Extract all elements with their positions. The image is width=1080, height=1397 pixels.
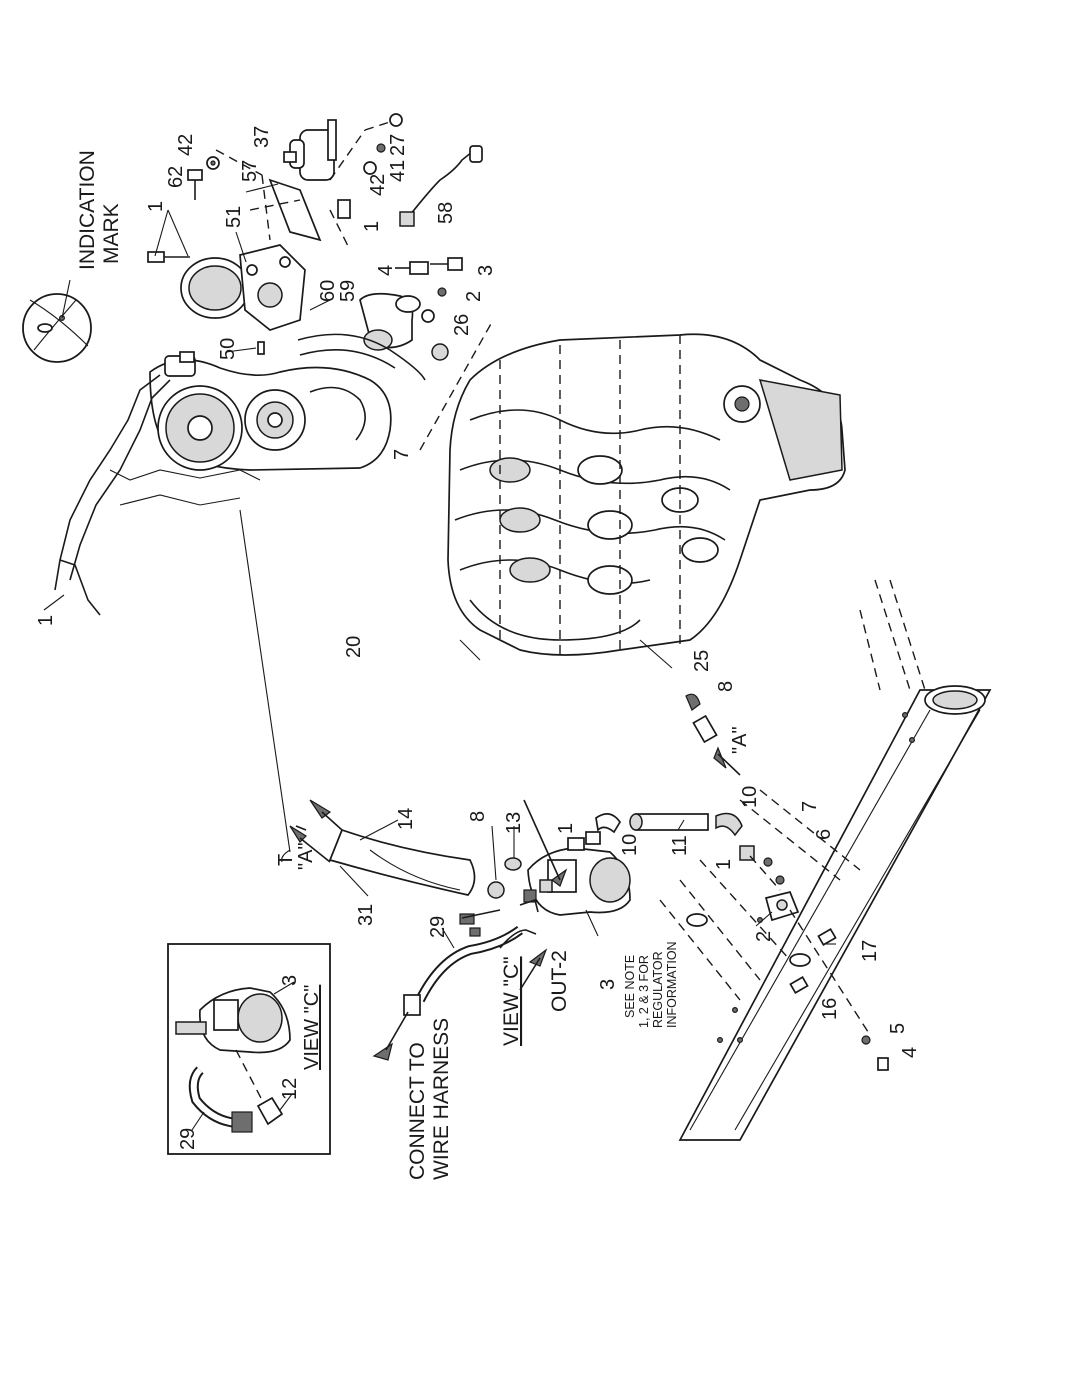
callout-42-top: 42: [175, 134, 197, 156]
callout-3-reg: 3: [597, 979, 619, 990]
engine-front-drawing: [54, 351, 392, 616]
callout-8-right: 8: [715, 681, 737, 692]
callout-1-reg: 1: [555, 823, 577, 834]
see-note-line-1: SEE NOTE: [623, 955, 637, 1018]
callout-29: 29: [427, 916, 449, 938]
callout-4-low: 4: [899, 1047, 921, 1058]
callout-20: 20: [343, 636, 365, 658]
callout-2-top: 2: [463, 291, 485, 302]
hose-assembly-drawing: [239, 509, 476, 896]
view-a-tube-label: "A": [729, 726, 751, 754]
connect-to-line-2: WIRE HARNESS: [430, 1018, 453, 1180]
callout-42-mid: 42: [367, 174, 389, 196]
see-note-line-2: 1, 2 & 3 FOR: [637, 955, 651, 1028]
callout-60: 60: [317, 280, 339, 302]
callout-16: 16: [819, 998, 841, 1020]
indication-mark-detail: [22, 279, 92, 363]
callout-1-mid: 1: [361, 221, 383, 232]
callout-1-low: 1: [713, 859, 735, 870]
callout-10-b: 10: [739, 786, 761, 808]
see-note-line-3: REGULATOR: [651, 951, 665, 1028]
view-c-label: VIEW "C": [500, 956, 523, 1046]
callout-3-inset: 3: [279, 975, 301, 986]
engine-block-drawing: [447, 333, 846, 669]
callout-5: 5: [887, 1023, 909, 1034]
callout-1-top: 1: [145, 201, 167, 212]
callout-59: 59: [337, 280, 359, 302]
see-note-line-4: INFORMATION: [665, 941, 679, 1028]
t-mark-label: T: [275, 854, 297, 866]
out-2-label: OUT-2: [548, 950, 571, 1012]
indication-mark-label: INDICATION MARK: [76, 150, 123, 270]
callout-2-low: 2: [753, 931, 775, 942]
callout-7-low: 7: [799, 801, 821, 812]
see-note-label: SEE NOTE 1, 2 & 3 FOR REGULATOR INFORMAT…: [623, 941, 679, 1028]
callout-29-inset: 29: [177, 1128, 199, 1150]
bracket-assembly-drawing: [147, 113, 493, 451]
indication-mark-line-1: INDICATION: [76, 150, 99, 270]
leader-lines: [43, 183, 836, 1131]
callout-14: 14: [395, 808, 417, 830]
callout-11: 11: [669, 835, 691, 856]
callout-25: 25: [691, 650, 713, 672]
view-a-hose-label: "A": [295, 842, 317, 870]
callout-4-top: 4: [375, 265, 397, 276]
connect-to-wire-harness-label: CONNECT TO WIRE HARNESS: [406, 1018, 453, 1180]
callout-7-top: 7: [391, 449, 413, 460]
callout-37: 37: [251, 126, 273, 148]
callout-41: 41: [387, 160, 409, 182]
callout-6: 6: [813, 829, 835, 840]
callout-51: 51: [223, 206, 245, 228]
callout-62: 62: [165, 166, 187, 188]
callout-numbers: 1 62 42 51 57 37 27 41 42 1 58 4 3 60 59…: [35, 126, 921, 1150]
callout-10-a: 10: [619, 834, 641, 856]
view-c-inset-label: VIEW "C": [301, 985, 323, 1070]
callout-13: 13: [503, 812, 525, 834]
regulator-drawing: [372, 693, 889, 1071]
callout-17: 17: [859, 940, 881, 962]
callout-26: 26: [451, 314, 473, 336]
frame-rail-drawing: [659, 579, 992, 1141]
callout-50: 50: [217, 338, 239, 360]
callout-27: 27: [387, 134, 409, 156]
callout-12: 12: [279, 1078, 301, 1100]
callout-58: 58: [435, 202, 457, 224]
indication-mark-line-2: MARK: [100, 203, 123, 264]
connect-to-line-1: CONNECT TO: [406, 1042, 429, 1180]
callout-57: 57: [239, 160, 261, 182]
view-c-inset: [167, 943, 331, 1155]
callout-3-top: 3: [475, 265, 497, 276]
callout-1-left: 1: [35, 615, 57, 626]
callout-31: 31: [355, 904, 377, 926]
callout-8-mid: 8: [467, 811, 489, 822]
